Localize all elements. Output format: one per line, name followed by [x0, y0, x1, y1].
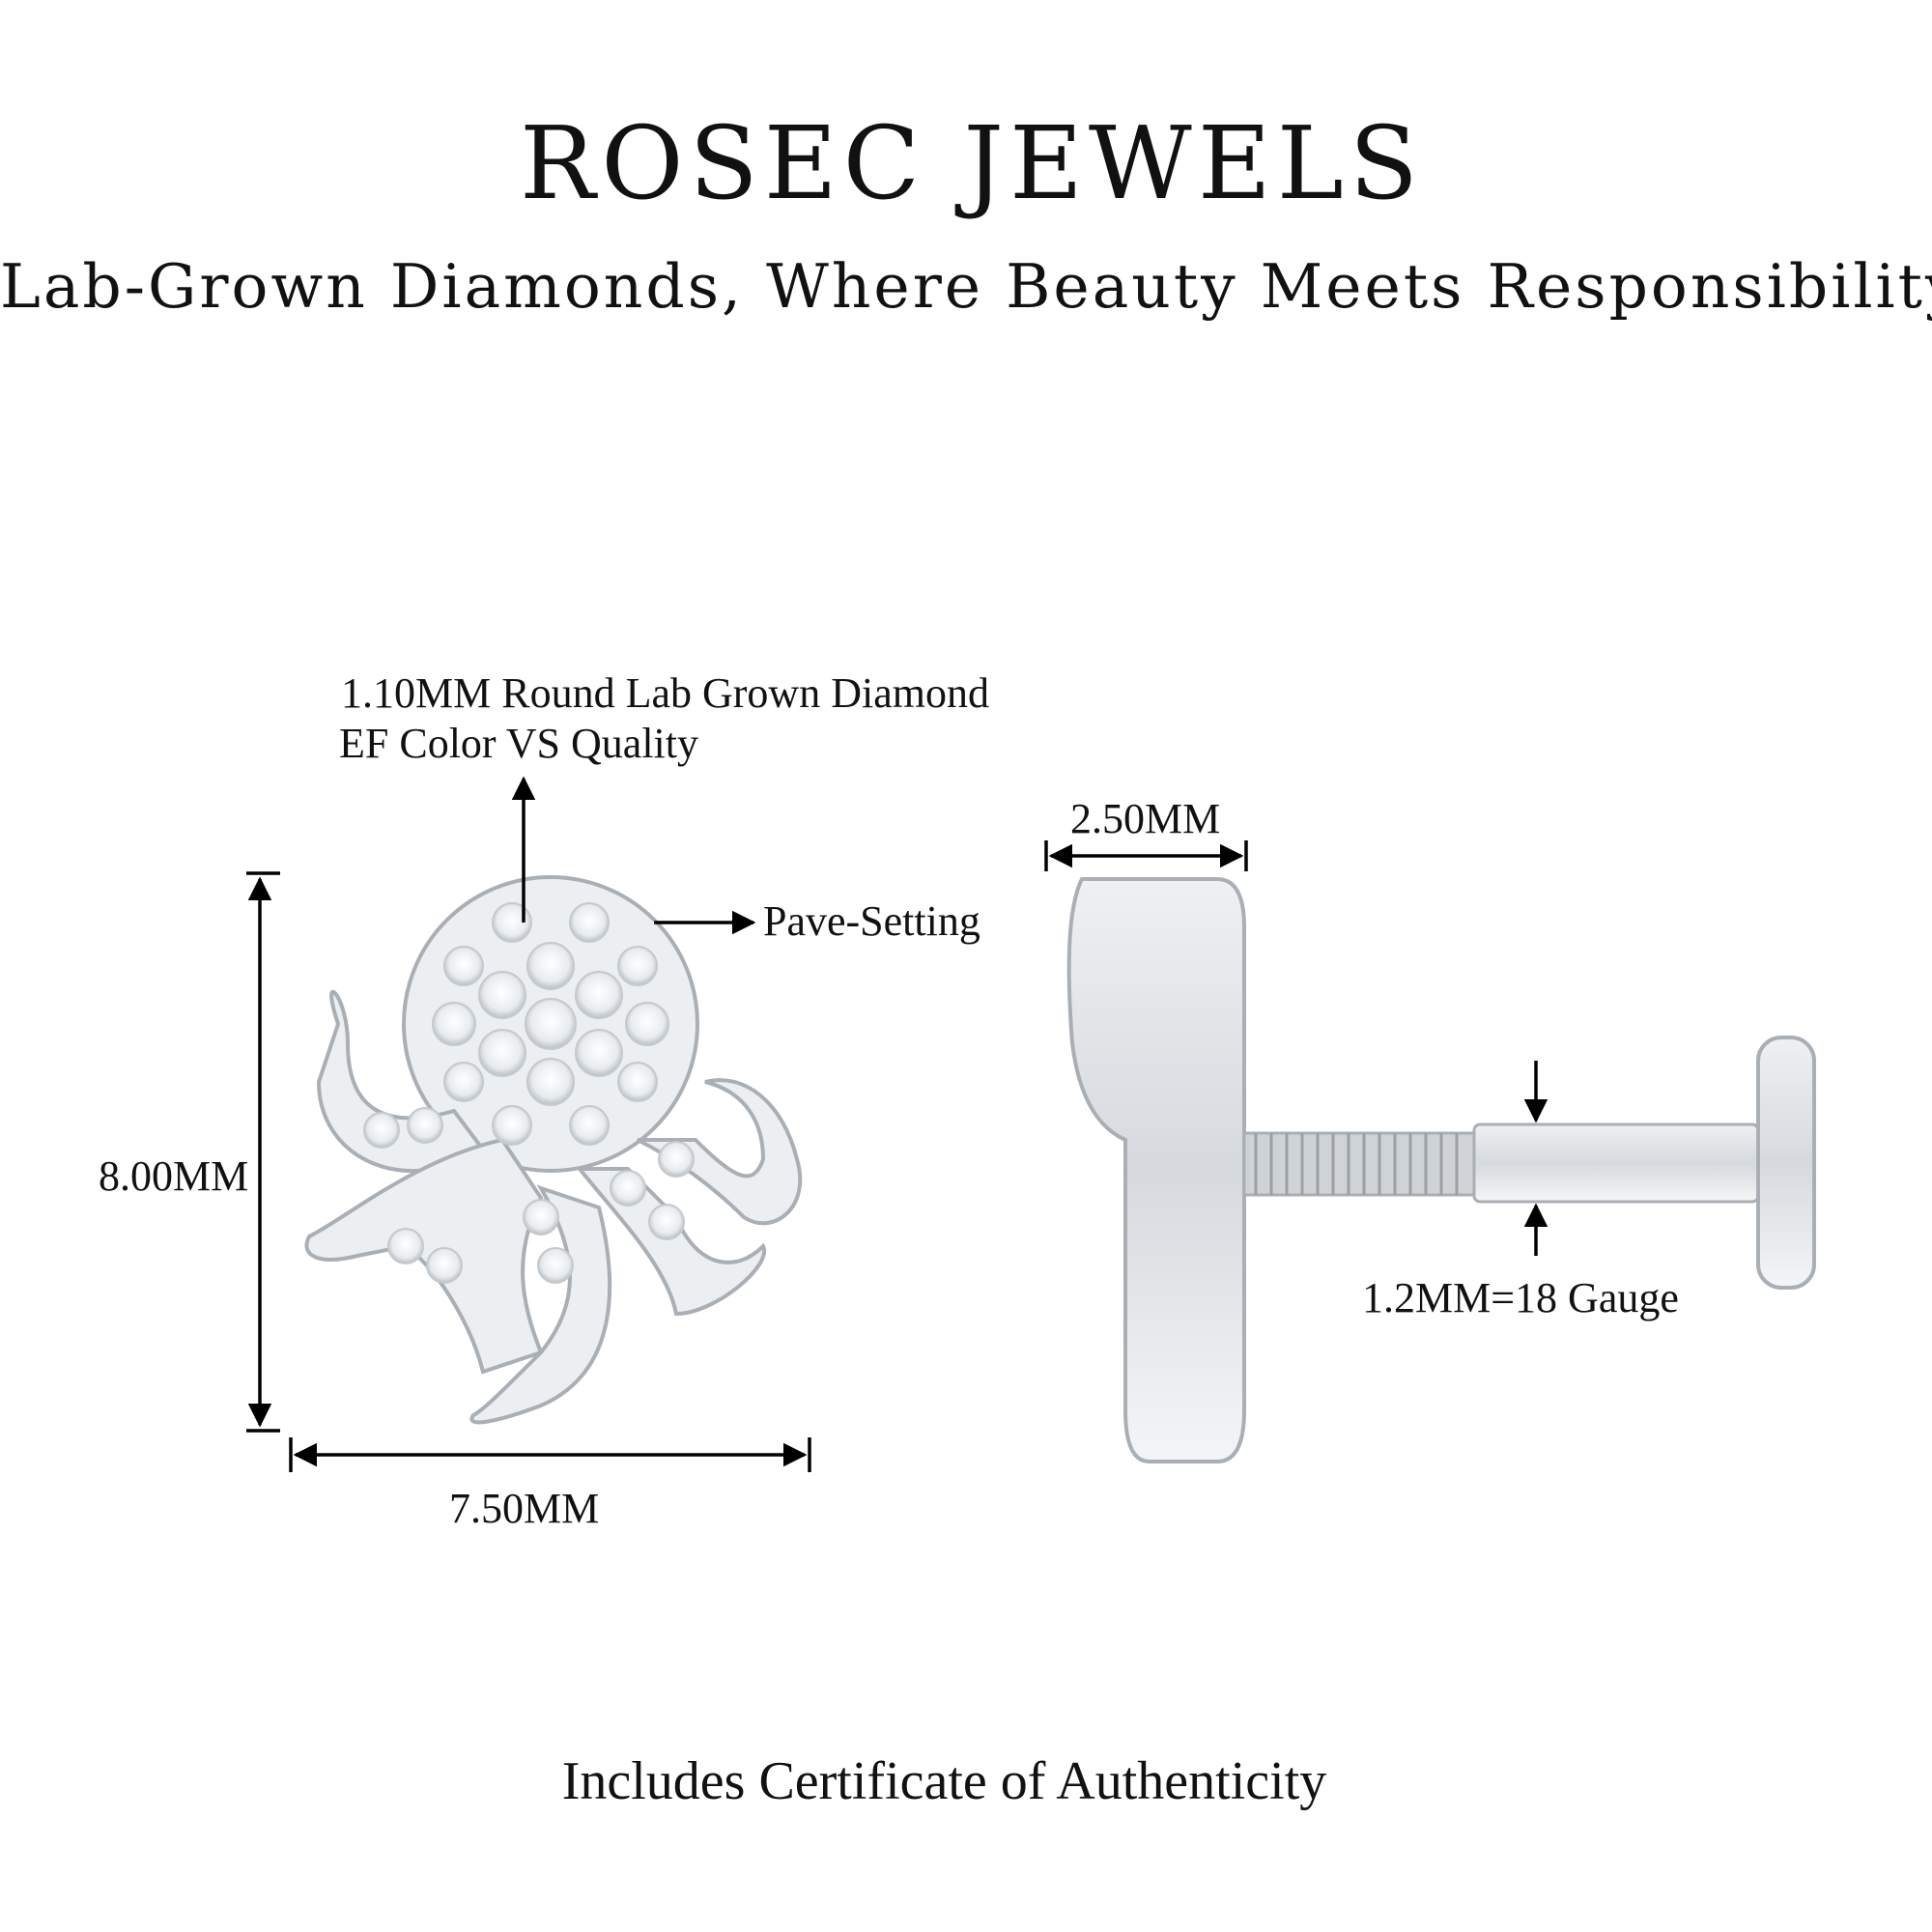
certificate-note: Includes Certificate of Authenticity — [561, 1751, 1327, 1811]
dimension-lines — [246, 776, 1548, 1472]
brand-title: ROSEC JEWELS — [519, 104, 1425, 222]
pave-diamonds — [363, 902, 695, 1284]
flat-back-shaft — [1472, 1122, 1760, 1204]
stone-spec-line2: EF Color VS Quality — [339, 720, 699, 767]
gauge-label: 1.2MM=18 Gauge — [1362, 1274, 1679, 1321]
flat-back-disc — [1756, 1036, 1816, 1290]
width-dimension-label: 7.50MM — [449, 1485, 600, 1532]
height-dimension-label: 8.00MM — [99, 1152, 249, 1200]
earring-side-view — [1066, 877, 1816, 1463]
stone-spec-line1: 1.10MM Round Lab Grown Diamond — [341, 669, 989, 717]
threaded-post — [1242, 1131, 1476, 1197]
tagline: Lab-Grown Diamonds, Where Beauty Meets R… — [0, 251, 1932, 322]
depth-dimension-label: 2.50MM — [1070, 795, 1221, 842]
pave-setting-label: Pave-Setting — [763, 897, 980, 945]
